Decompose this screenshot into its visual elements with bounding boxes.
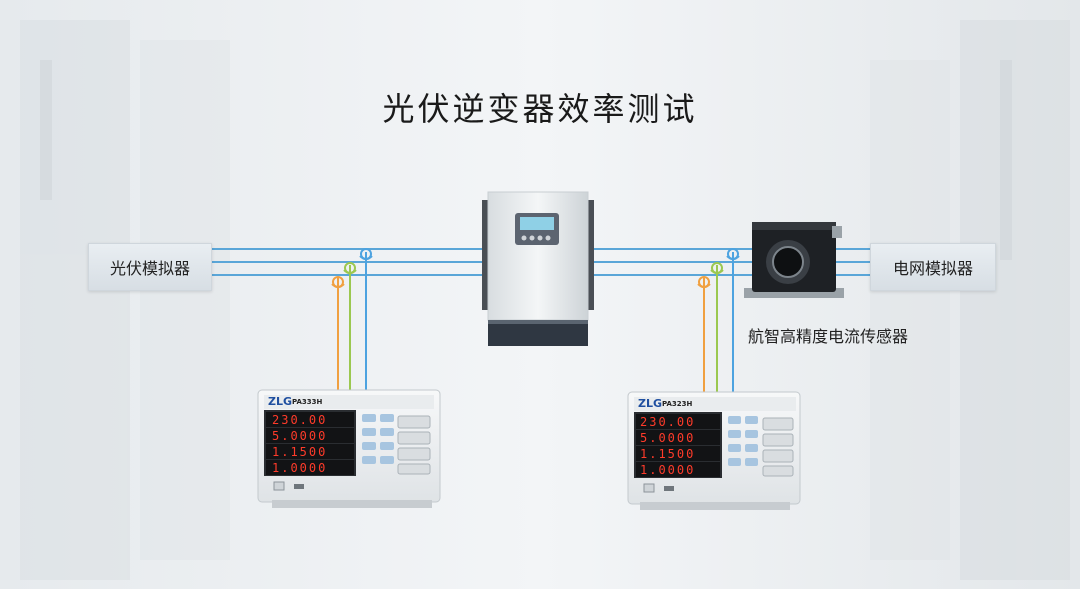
- right-meter-reading-2: 5.0000: [640, 431, 695, 445]
- left-meter-reading-4: 1.0000: [272, 461, 327, 475]
- left-meter-model: PA333H: [292, 398, 323, 406]
- right-meter-reading-1: 230.00: [640, 415, 695, 429]
- power-meter-right: [627, 391, 801, 510]
- power-meter-left: [257, 389, 441, 508]
- current-sensor: [744, 222, 844, 298]
- inverter: [482, 191, 594, 346]
- right-meter-model: PA323H: [662, 400, 693, 408]
- sensor-label: 航智高精度电流传感器: [748, 327, 909, 346]
- left-meter-reading-2: 5.0000: [272, 429, 327, 443]
- right-meter-digits: [636, 414, 720, 477]
- right-meter-reading-3: 1.1500: [640, 447, 695, 461]
- page-title: 光伏逆变器效率测试: [382, 90, 698, 128]
- left-meter-reading-3: 1.1500: [272, 445, 327, 459]
- left-meter-reading-1: 230.00: [272, 413, 327, 427]
- background-cabinets: [20, 20, 1070, 580]
- left-meter-brand: ZLG: [268, 395, 292, 408]
- left-probes: [331, 248, 373, 392]
- grid-simulator-label: 电网模拟器: [892, 259, 973, 278]
- grid-simulator-box: 电网模拟器: [870, 243, 996, 291]
- left-meter-digits: [266, 412, 354, 475]
- right-meter-reading-4: 1.0000: [640, 463, 695, 477]
- right-probes: [697, 248, 740, 392]
- pv-simulator-label: 光伏模拟器: [109, 259, 190, 278]
- pv-simulator-box: 光伏模拟器: [88, 243, 212, 291]
- right-meter-brand: ZLG: [638, 397, 662, 410]
